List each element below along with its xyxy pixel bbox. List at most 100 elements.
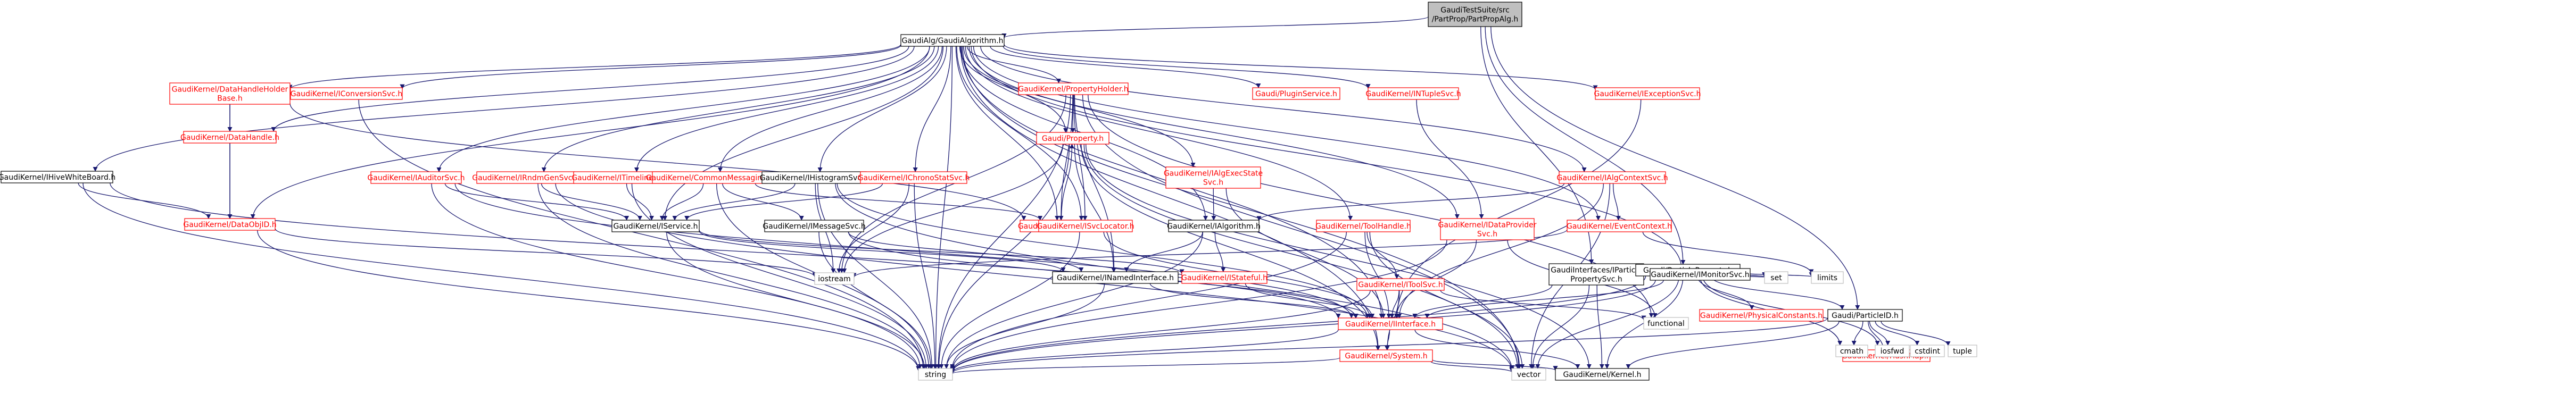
node-box [1168, 220, 1260, 232]
edge-iservice-to-string [666, 231, 927, 369]
edge-algorithm-to-itimelinesvc [634, 46, 939, 172]
edge-algorithm-to-iservice [662, 46, 944, 221]
node-iconversionsvc[interactable]: GaudiKernel/IConversionSvc.h [290, 87, 403, 100]
node-algorithm[interactable]: GaudiAlg/GaudiAlgorithm.h [900, 34, 1005, 47]
edge-particleid-to-kernel [1626, 321, 1840, 369]
edge-particleid-to-string [950, 317, 1828, 374]
edge-particleproperty-to-physicalconstants [1697, 275, 1754, 310]
edge-algorithm-to-eventcontext [973, 46, 1601, 221]
node-physicalconstants[interactable]: GaudiKernel/PhysicalConstants.h [1699, 309, 1824, 322]
edge-algorithm-to-iconversionsvc [400, 45, 901, 89]
node-set[interactable]: set [1764, 271, 1788, 284]
node-label: Base.h [217, 95, 242, 103]
node-isvclocator[interactable]: GaudiKernel/ISvcLocator.h [1037, 220, 1134, 232]
node-ipluginservice[interactable]: Gaudi/PluginService.h [1252, 87, 1340, 100]
node-tuple[interactable]: tuple [1948, 345, 1977, 357]
edge-itoolsvc-to-functional [1440, 290, 1646, 321]
node-datahandle[interactable]: GaudiKernel/DataHandle.h [180, 131, 279, 144]
node-propertyholder[interactable]: GaudiKernel/PropertyHolder.h [1018, 82, 1129, 95]
node-iservice[interactable]: GaudiKernel/IService.h [611, 220, 700, 232]
node-iuniversewhiteboard[interactable]: GaudiKernel/IHiveWhiteBoard.h [0, 171, 115, 183]
node-box [1165, 166, 1261, 189]
node-eventcontext[interactable]: GaudiKernel/EventContext.h [1567, 220, 1672, 232]
edge-itoolsvc-to-iinterface [1389, 290, 1399, 318]
edge-ichronostatsvc-to-iostream [836, 183, 910, 273]
edge-ihistogramsvc-to-iinterface [836, 183, 1370, 318]
node-itimelinesvc[interactable]: GaudiKernel/ITimelineSvc.h [571, 171, 674, 184]
node-iinterface[interactable]: GaudiKernel/IInterface.h [1338, 317, 1443, 330]
node-cstdint[interactable]: cstdint [1910, 345, 1945, 357]
node-dataobjid[interactable]: GaudiKernel/DataObjID.h [183, 218, 277, 231]
node-label: functional [1647, 320, 1685, 328]
node-label: GaudiKernel/DataHandleHolder [172, 86, 288, 94]
node-intuplesvc[interactable]: GaudiKernel/INTupleSvc.h [1365, 87, 1461, 100]
node-kernel[interactable]: GaudiKernel/Kernel.h [1555, 368, 1650, 381]
node-iosfwd[interactable]: iosfwd [1875, 345, 1910, 357]
edge-root-to-particleid [1490, 26, 1860, 310]
node-box [1559, 171, 1666, 184]
edge-algorithm-to-vector [962, 46, 1521, 369]
node-functional[interactable]: functional [1643, 317, 1689, 330]
edge-ialgcontextsvc-to-ialgorithm [1256, 183, 1565, 221]
node-irndmgensvc[interactable]: GaudiKernel/IRndmGenSvc.h [472, 171, 579, 184]
node-box [1368, 87, 1459, 100]
edge-itimelinesvc-to-string [631, 183, 929, 369]
edge-system-to-vector [1430, 361, 1514, 373]
node-cmath[interactable]: cmath [1835, 345, 1868, 357]
node-ihistogramsvc[interactable]: GaudiKernel/IHistogramSvc.h [760, 171, 869, 184]
node-imessagesvc[interactable]: GaudiKernel/IMessageSvc.h [763, 220, 866, 232]
node-label: GaudiKernel/Kernel.h [1563, 371, 1641, 379]
node-iauditorsvc[interactable]: GaudiKernel/IAuditorSvc.h [367, 171, 465, 184]
edge-idataprovidersvc-to-string [950, 239, 1447, 371]
node-toolhandle[interactable]: GaudiKernel/ToolHandle.h [1315, 220, 1411, 232]
node-label: GaudiKernel/IMonitorSvc.h [1651, 271, 1749, 279]
node-root[interactable]: GaudiTestSuite/src/PartProp/PartPropAlg.… [1428, 2, 1522, 27]
node-box [1699, 309, 1824, 322]
edge-iinterface-to-system [1384, 329, 1390, 350]
node-imonitorsvc[interactable]: GaudiKernel/IMonitorSvc.h [1650, 268, 1751, 281]
node-iostream[interactable]: iostream [814, 272, 855, 285]
edge-imessagesvc-to-inamedinterface [848, 231, 1084, 272]
node-box [183, 131, 277, 144]
node-box [814, 272, 855, 285]
node-particleid[interactable]: Gaudi/ParticleID.h [1827, 309, 1903, 322]
node-vector[interactable]: vector [1511, 368, 1546, 381]
node-iexceptionsvc[interactable]: GaudiKernel/IExceptionSvc.h [1594, 87, 1701, 100]
node-istateful[interactable]: GaudiKernel/IStateful.h [1181, 271, 1268, 284]
node-label: GaudiKernel/IMessageSvc.h [763, 222, 865, 231]
node-ialgcontextsvc[interactable]: GaudiKernel/IAlgContextSvc.h [1556, 171, 1668, 184]
edge-inamedinterface-to-iinterface [1149, 283, 1359, 318]
node-system[interactable]: GaudiKernel/System.h [1339, 349, 1433, 362]
edge-irndmgensvc-to-string [537, 183, 926, 369]
edge-property-to-string [936, 144, 1070, 369]
node-ialgorithm[interactable]: GaudiKernel/IAlgorithm.h [1167, 220, 1261, 232]
edge-algorithm-to-iexceptionsvc [1004, 44, 1598, 90]
edge-algorithm-to-datahandle [271, 46, 909, 132]
edge-algorithm-to-ipluginservice [990, 46, 1261, 88]
node-icommonmessaging[interactable]: GaudiKernel/CommonMessaging.h [646, 171, 774, 184]
node-label: GaudiKernel/IHistogramSvc.h [760, 174, 869, 182]
edge-iuniversewhiteboard-to-iinterface [110, 182, 1341, 319]
node-label: GaudiKernel/IChronoStatSvc.h [858, 174, 970, 182]
node-inamedinterface[interactable]: GaudiKernel/INamedInterface.h [1052, 271, 1179, 284]
edge-ialgcontextsvc-to-iinterface [1397, 183, 1604, 318]
edge-algorithm-to-intuplesvc [1003, 46, 1371, 89]
node-label: GaudiKernel/IAlgorithm.h [1167, 222, 1261, 231]
node-property[interactable]: Gaudi/Property.h [1036, 132, 1109, 145]
edge-iparticlepropertysvc-to-vector [1530, 284, 1590, 369]
node-label: Svc.h [1203, 179, 1223, 187]
node-string[interactable]: string [918, 368, 953, 381]
edge-icommonmessaging-to-iservice [659, 183, 704, 221]
node-itoolsvc[interactable]: GaudiKernel/IToolSvc.h [1356, 278, 1445, 291]
node-limits[interactable]: limits [1811, 271, 1844, 284]
edge-algorithm-to-string [933, 46, 953, 369]
node-box [1316, 220, 1411, 232]
edge-iparticlepropertysvc-to-kernel [1596, 284, 1604, 369]
node-label: vector [1517, 371, 1541, 379]
edge-imonitorsvc-to-iinterface [1424, 280, 1664, 318]
node-ichronostatsvc[interactable]: GaudiKernel/IChronoStatSvc.h [858, 171, 970, 184]
